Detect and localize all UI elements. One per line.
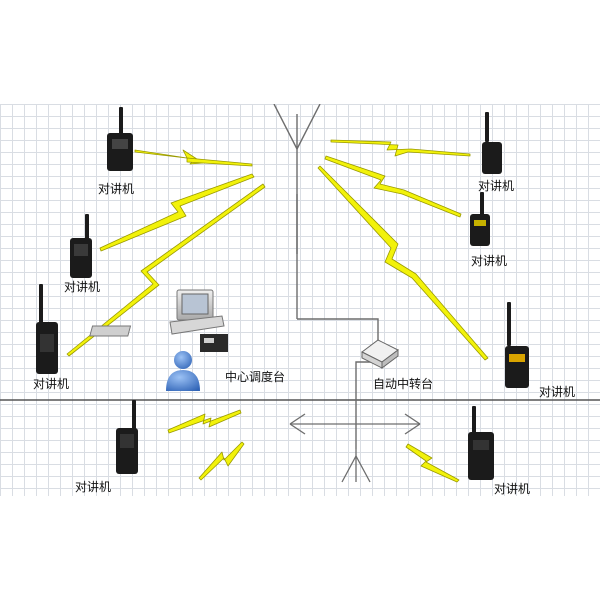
person-icon <box>166 351 200 391</box>
lightning-bolt-icon <box>330 139 471 157</box>
walkie-talkie-icon <box>107 107 133 171</box>
lightning-bolt-icon <box>167 409 242 434</box>
lightning-bolt-icon <box>317 165 489 361</box>
radio-label: 对讲机 <box>64 280 101 294</box>
main-antenna-icon <box>273 104 321 319</box>
antenna-feed-line <box>297 318 379 340</box>
dispatch-console-label: 中心调度台 <box>225 370 286 384</box>
radio-label: 对讲机 <box>98 182 135 196</box>
radio-label: 对讲机 <box>478 179 515 193</box>
lightning-bolt-icon <box>134 149 204 165</box>
lightning-bolt-icon <box>198 441 245 481</box>
radio-label: 对讲机 <box>539 385 576 399</box>
walkie-talkie-icon <box>116 400 138 474</box>
radio-label: 对讲机 <box>494 482 531 496</box>
lightning-bolt-icon <box>99 173 255 252</box>
walkie-talkie-icon <box>505 302 529 388</box>
walkie-talkie-icon <box>36 284 58 374</box>
repeater-to-lower-antenna-line <box>355 361 374 449</box>
diagram-canvas <box>0 104 600 483</box>
walkie-talkie-icon <box>470 192 490 246</box>
lightning-bolt-icon <box>405 443 460 483</box>
radio-label: 对讲机 <box>471 254 508 268</box>
repeater-box-icon <box>361 339 399 369</box>
walkie-talkie-icon <box>70 214 92 278</box>
radio-label: 对讲机 <box>75 480 112 494</box>
lightning-bolt-icon <box>186 157 253 167</box>
lightning-bolt-icon <box>324 155 462 218</box>
radio-network-diagram: 对讲机 对讲机 对讲机 对讲机 对讲机 对讲机 对讲机 对讲机 中心调度台 自动… <box>0 104 600 496</box>
walkie-talkie-icon <box>468 406 494 480</box>
repeater-label: 自动中转台 <box>373 377 434 391</box>
walkie-talkie-icon <box>482 112 502 174</box>
radio-label: 对讲机 <box>33 377 70 391</box>
computer-icon <box>89 289 228 352</box>
lower-antenna-icon <box>289 413 421 483</box>
